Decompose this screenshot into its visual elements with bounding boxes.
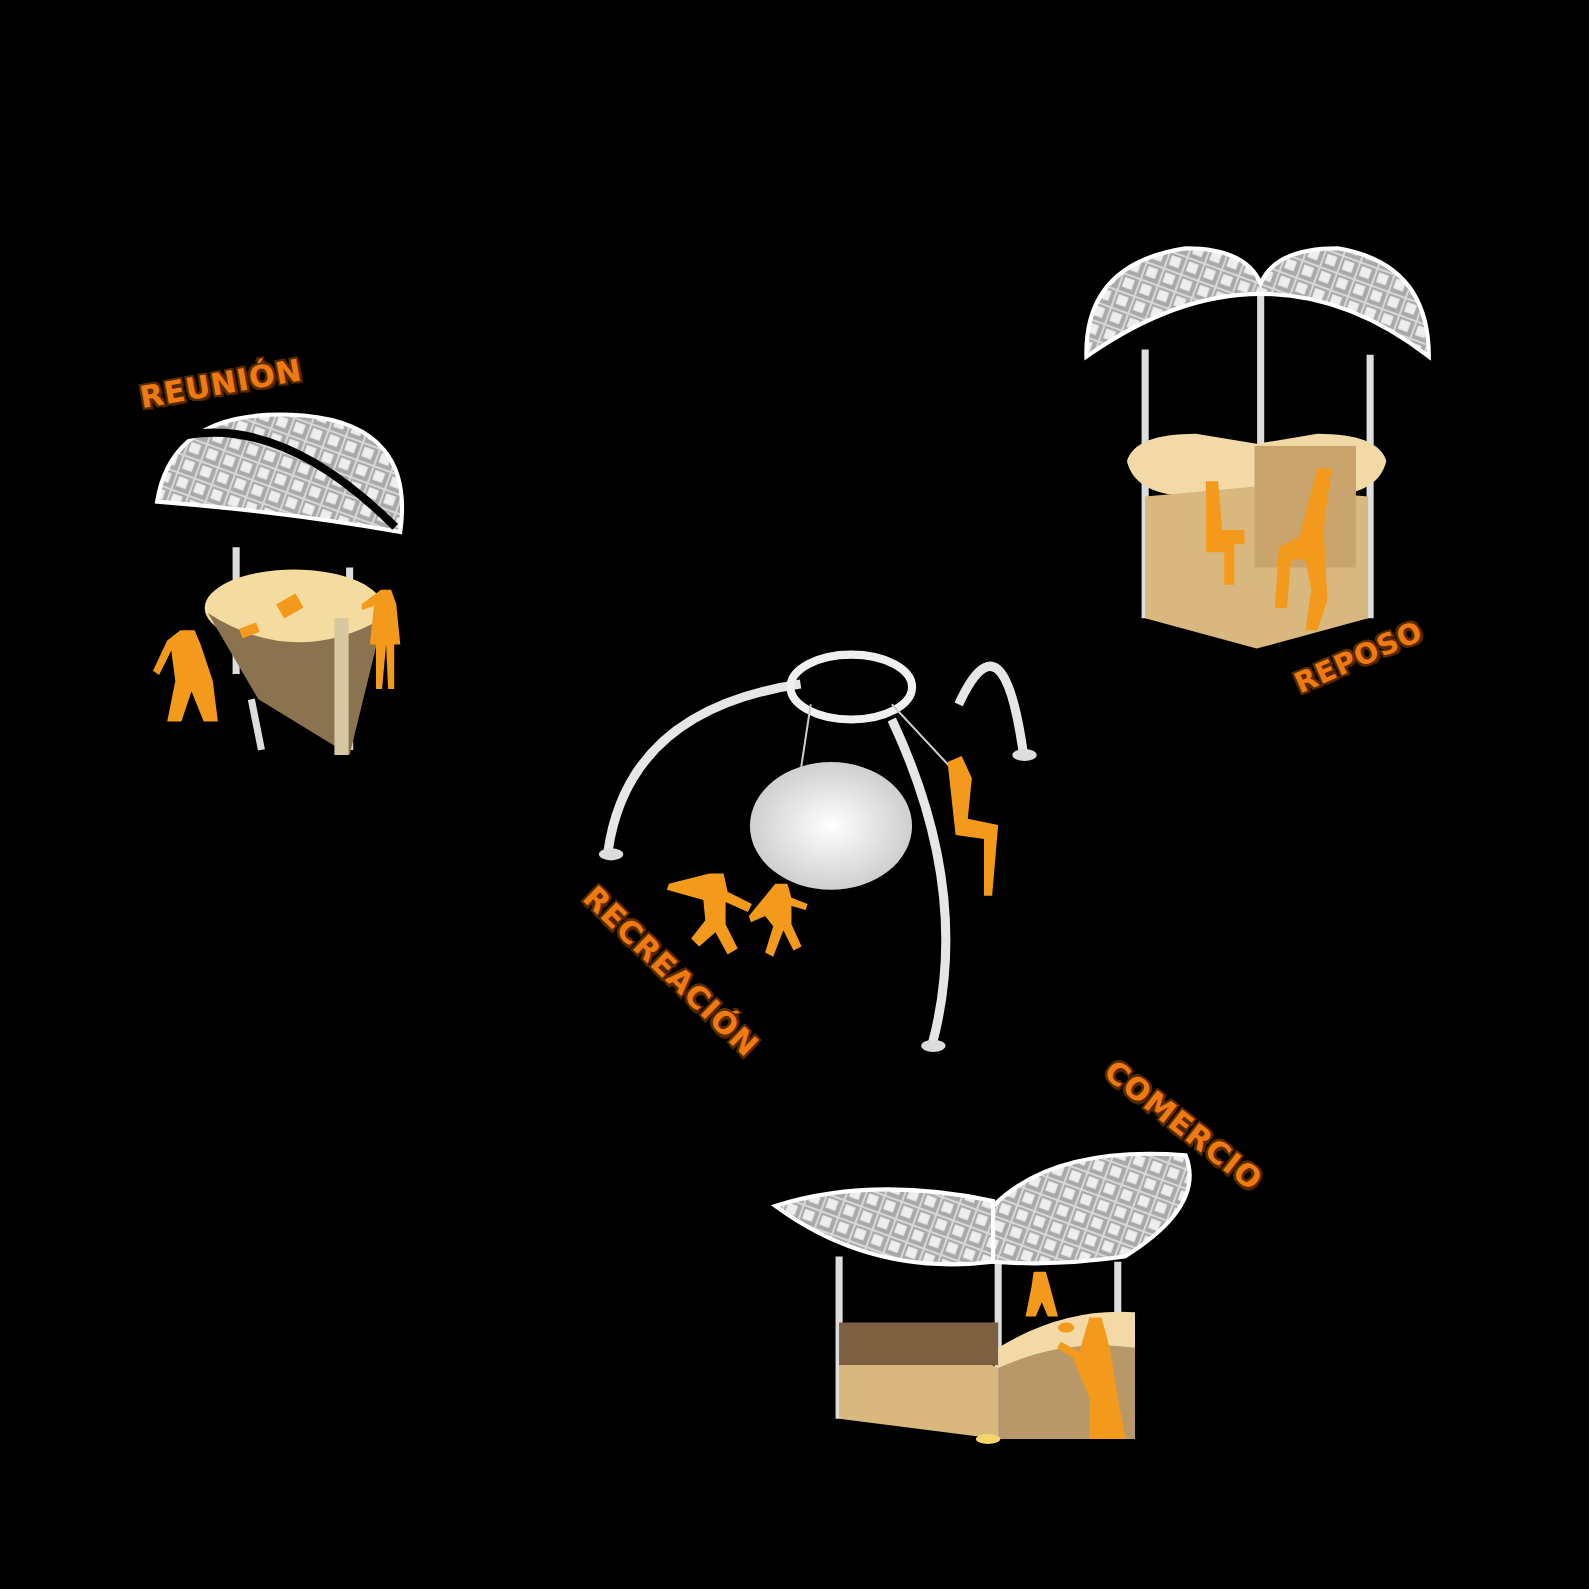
function-label: REUNIÓN bbox=[137, 351, 305, 414]
